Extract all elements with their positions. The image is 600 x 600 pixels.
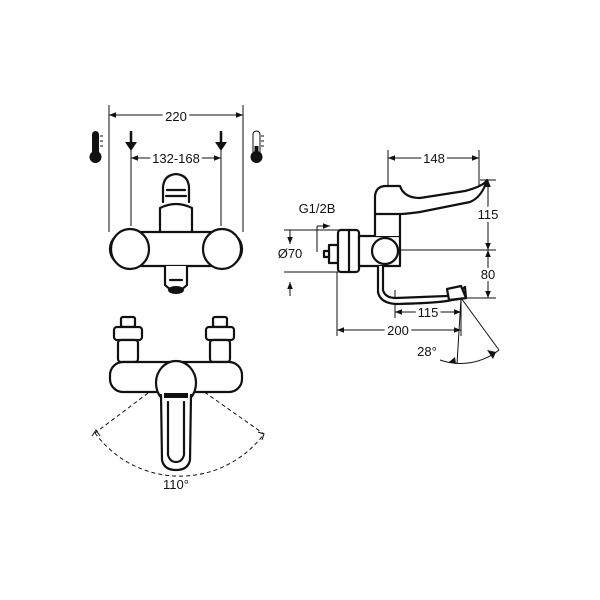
front-view: 220 132-168 bbox=[89, 105, 264, 294]
dimension-label-148: 148 bbox=[423, 151, 445, 166]
inlet-arrow-right-icon bbox=[215, 131, 227, 151]
mixer-front-body bbox=[108, 172, 244, 294]
dimension-label-200: 200 bbox=[387, 323, 409, 338]
diameter-label: Ø70 bbox=[278, 246, 303, 261]
valve-connection-left bbox=[112, 315, 144, 364]
dimension-spout-angle: 28° bbox=[417, 297, 500, 365]
thermometer-cold-icon bbox=[250, 130, 264, 163]
angle-label-110: 110° bbox=[163, 477, 189, 492]
angle-label-28: 28° bbox=[417, 344, 437, 359]
dimension-label-115-vertical: 115 bbox=[478, 207, 499, 222]
dimension-lever-length: 148 bbox=[387, 148, 480, 186]
thermometer-hot-icon bbox=[89, 131, 103, 163]
valve-connection-right bbox=[204, 315, 236, 364]
dimension-label-115-horizontal: 115 bbox=[418, 305, 439, 320]
dimension-spout-height: 80 bbox=[466, 250, 498, 299]
dimension-label-80: 80 bbox=[481, 267, 495, 282]
dimension-total-projection: 200 bbox=[336, 272, 462, 341]
thread-label: G1/2B bbox=[299, 201, 336, 216]
dimension-lever-height: 115 bbox=[400, 179, 501, 251]
dimension-spout-projection: 115 bbox=[394, 290, 462, 323]
bottom-view: 110° bbox=[91, 315, 265, 492]
inlet-arrow-left-icon bbox=[125, 131, 137, 151]
dimension-inlet-spacing: 132-168 bbox=[130, 148, 222, 226]
dimension-diameter: Ø70 bbox=[275, 229, 339, 296]
dimension-label-132-168: 132-168 bbox=[152, 151, 200, 166]
lever-bottom bbox=[154, 359, 198, 472]
side-view: G1/2B Ø70 148 115 80 bbox=[275, 148, 501, 365]
dimension-overall-width: 220 bbox=[108, 105, 244, 232]
mixer-side-body bbox=[322, 178, 489, 306]
dimension-label-220: 220 bbox=[165, 109, 187, 124]
